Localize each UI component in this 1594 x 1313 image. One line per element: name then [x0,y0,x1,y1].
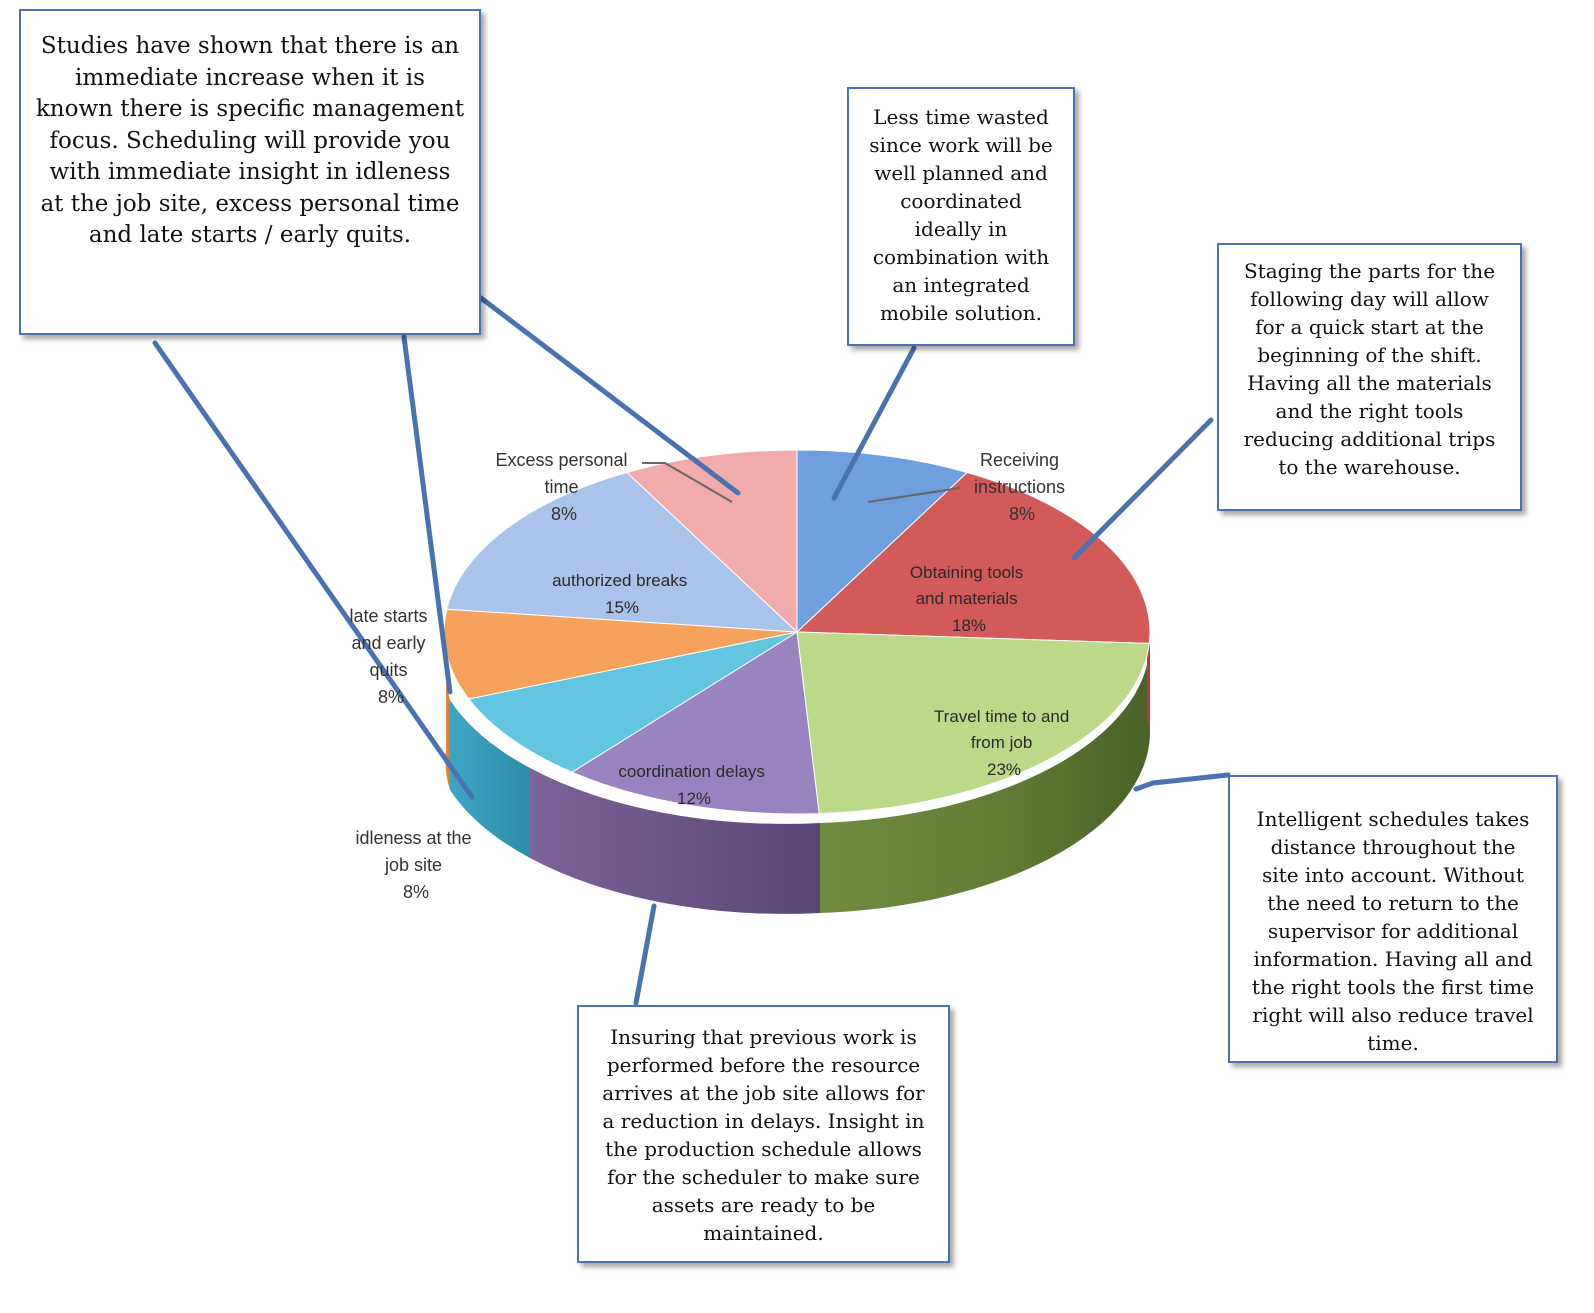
leader-receiving [867,487,961,503]
slice-side-obtaining [1147,628,1150,735]
label-obtaining: Obtaining tools and materials 18% [910,563,1028,635]
connector-studies-excess [478,295,741,496]
callout-insuring-previous-work: Insuring that previous work is performed… [577,1005,950,1263]
pie-top-faces [443,449,1151,815]
pie-slice-1 [795,471,1151,644]
label-idleness: idleness at the job site 8% [355,828,476,902]
callout-staging-parts: Staging the parts for the following day … [1217,243,1522,511]
label-leader-lines [642,462,961,503]
leader-excess [642,462,733,503]
slice-side-coordination [530,768,820,914]
connector-intelligent-travel [1133,772,1231,792]
label-coordination: coordination delays 12% [618,762,769,808]
connector-studies-late [401,334,453,695]
pie-slice-7 [625,449,798,634]
pie-slice-4 [467,631,798,773]
label-late: late starts and early quits 8% [349,606,432,707]
pie-slice-6 [446,471,799,633]
callout-studies: Studies have shown that there is an imme… [19,9,481,335]
pie-slice-3 [570,631,820,815]
callout-intelligent-schedules: Intelligent schedules takes distance thr… [1228,775,1558,1063]
label-receiving: Receiving instructions 8% [974,450,1070,524]
label-excess: Excess personal time 8% [495,450,632,524]
slice-side-idleness [450,700,530,858]
slice-side-travel [820,645,1150,913]
connector-insuring-coordination [633,903,657,1006]
connector-studies-idleness [152,340,475,800]
pie-side-walls [445,628,1150,914]
connector-less-time-receiving [831,345,917,501]
callout-less-time-wasted: Less time wasted since work will be well… [847,87,1075,346]
pie-slice-2 [796,631,1150,815]
label-authorized: authorized breaks 15% [552,571,692,617]
pie-slice-0 [796,449,969,634]
data-labels: Receiving instructions 8% Obtaining tool… [349,450,1074,902]
callout-connectors [152,295,1231,1006]
connector-staging-obtaining [1071,417,1214,561]
label-travel: Travel time to and from job 23% [934,707,1074,779]
